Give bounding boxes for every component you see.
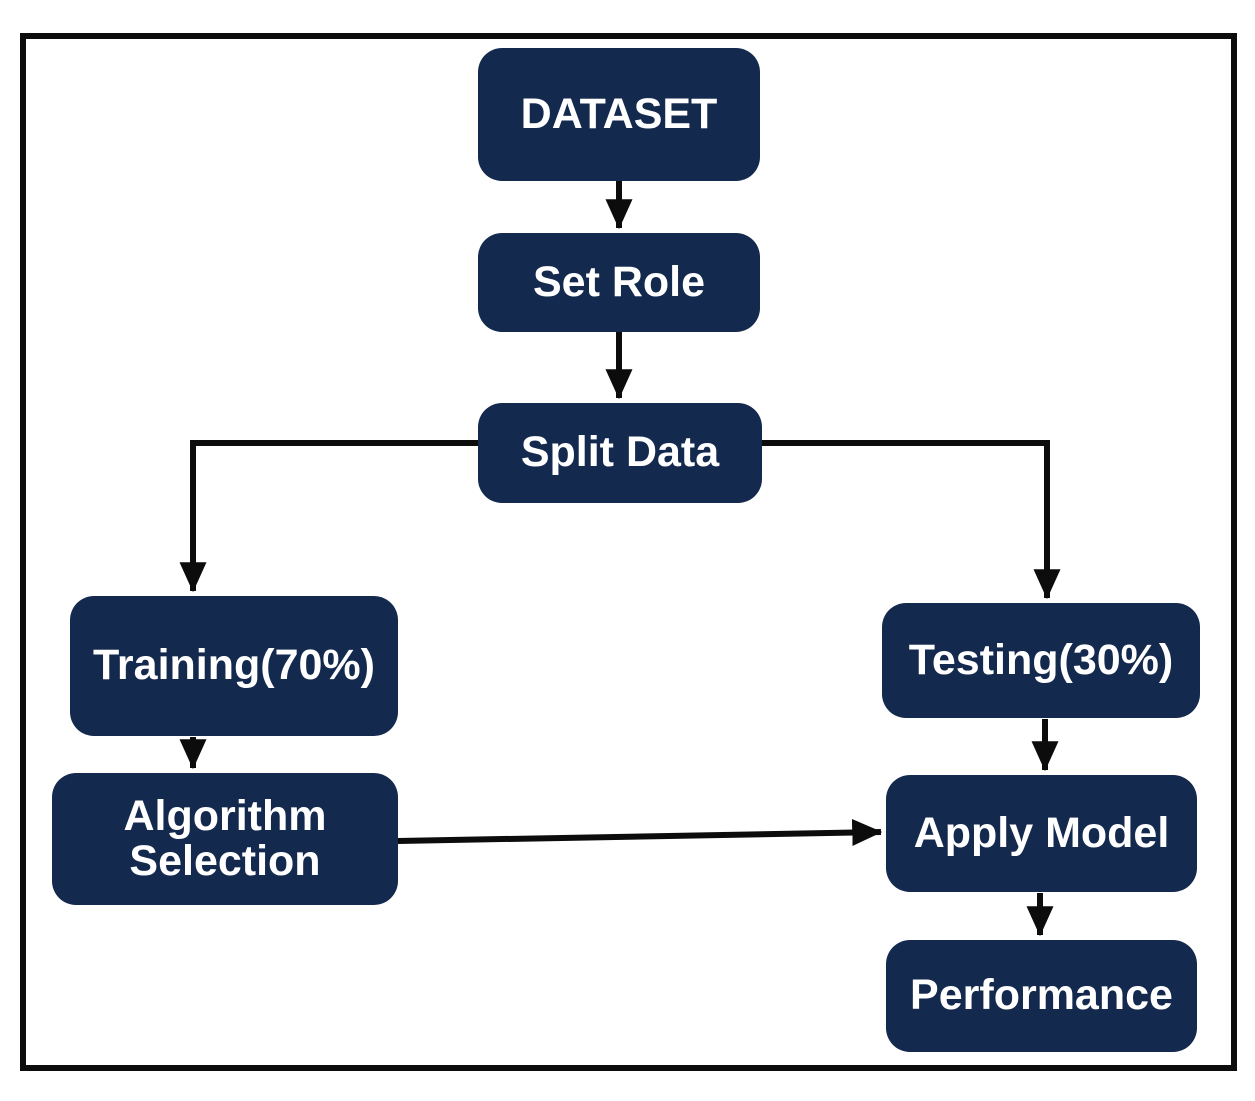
node-apply-model: Apply Model [886,775,1197,892]
node-split-data: Split Data [478,403,762,503]
node-training-70: Training(70%) [70,596,398,736]
node-performance: Performance [886,940,1197,1052]
diagram-outer-frame [20,33,1237,1071]
node-set-role: Set Role [478,233,760,332]
node-dataset: DATASET [478,48,760,181]
node-testing-30: Testing(30%) [882,603,1200,718]
node-algorithm-selection: Algorithm Selection [52,773,398,905]
